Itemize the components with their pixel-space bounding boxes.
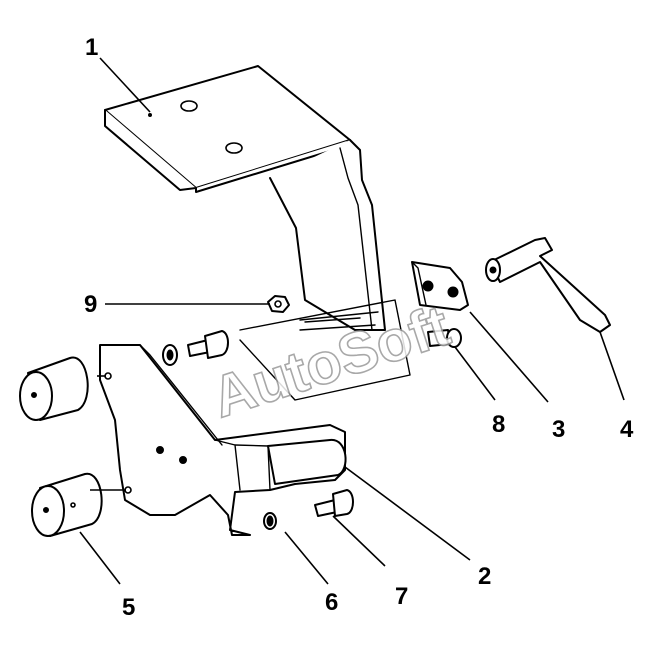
nut-part-9 — [267, 295, 290, 313]
upper-bracket-part-1 — [104, 65, 386, 331]
rubber-pads-part-5 — [19, 356, 103, 537]
leader-lines — [79, 57, 625, 585]
bolt-part-8 — [427, 328, 462, 348]
callout-7: 7 — [395, 583, 408, 610]
callout-3: 3 — [552, 416, 565, 443]
upper-washer-and-bolt — [162, 330, 229, 366]
handle-part-4 — [485, 237, 611, 333]
callout-9: 9 — [84, 291, 97, 318]
lower-bracket-part-2 — [99, 299, 411, 536]
callout-2: 2 — [478, 563, 491, 590]
callout-4: 4 — [620, 416, 634, 443]
callout-labels: 1 2 3 4 5 6 7 8 9 — [84, 34, 634, 621]
lower-washer-part-6 — [263, 512, 277, 530]
clamp-plate-part-3 — [411, 261, 469, 311]
callout-5: 5 — [122, 594, 135, 621]
lower-bolt-part-7 — [314, 489, 354, 517]
callout-8: 8 — [492, 411, 505, 438]
callout-6: 6 — [325, 589, 338, 616]
callout-1: 1 — [85, 34, 98, 61]
